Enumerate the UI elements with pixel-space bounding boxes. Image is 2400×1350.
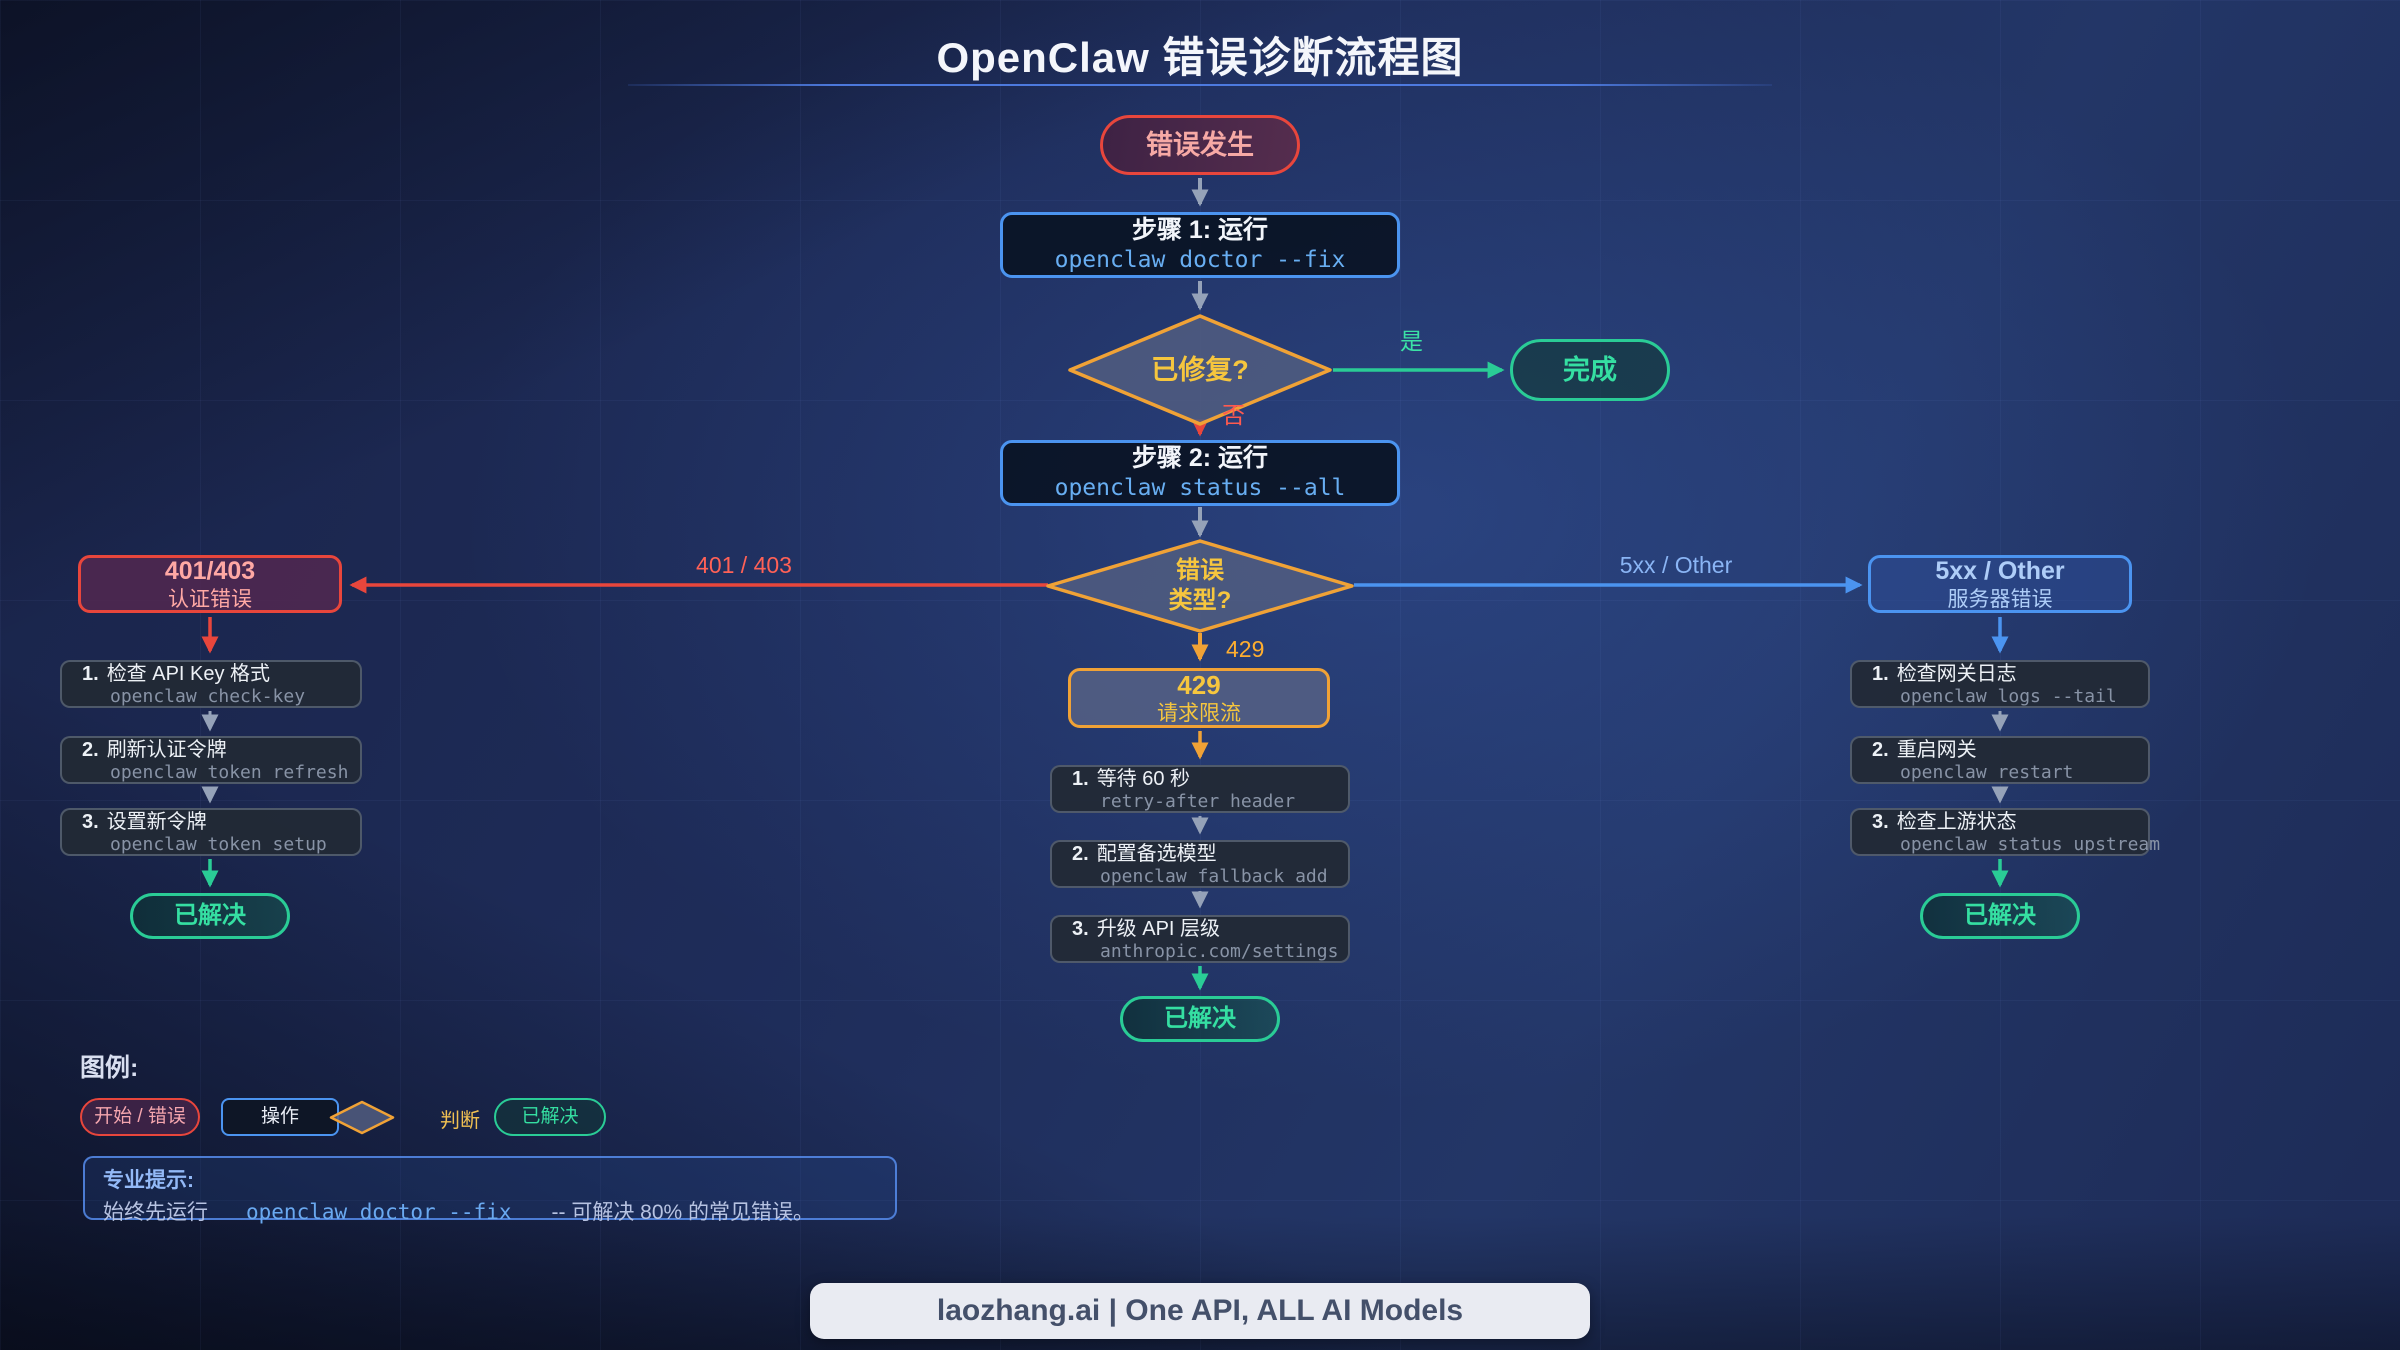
decision-fixed-label: 已修复? (1151, 354, 1249, 385)
step2-node: 步骤 2: 运行 openclaw status --all (1000, 440, 1400, 506)
branch-arrows (201, 617, 2009, 991)
decision-type-label: 错误 类型? (1168, 557, 1232, 614)
legend-start-pill: 开始 / 错误 (80, 1098, 200, 1136)
server-resolved-node: 已解决 (1920, 893, 2080, 939)
branch-server-node: 5xx / Other 服务器错误 (1868, 555, 2132, 613)
legend-heading: 图例: (80, 1054, 139, 1082)
decision-fixed-diamond (1068, 314, 1332, 426)
legend-decision-label: 判断 (440, 1110, 480, 1132)
step1-title: 步骤 1: 运行 (1131, 216, 1269, 245)
edge-label-rate: 429 (1226, 636, 1265, 662)
branch-auth-node: 401/403 认证错误 (78, 555, 342, 613)
legend-resolved-pill: 已解决 (494, 1098, 606, 1136)
auth-step-1: 1.检查 API Key 格式 openclaw check-key (60, 660, 362, 708)
rate-step-3: 3.升级 API 层级 anthropic.com/settings (1050, 915, 1350, 963)
legend-action-box: 操作 (221, 1098, 339, 1136)
branch-rate-node: 429 请求限流 (1068, 668, 1330, 728)
auth-step-2: 2.刷新认证令牌 openclaw token refresh (60, 736, 362, 784)
title-divider (628, 84, 1772, 86)
edge-label-yes: 是 (1400, 328, 1423, 354)
rate-step-2: 2.配置备选模型 openclaw fallback add (1050, 840, 1350, 888)
step2-title: 步骤 2: 运行 (1131, 444, 1269, 473)
auth-step-3: 3.设置新令牌 openclaw token setup (60, 808, 362, 856)
footer-banner: laozhang.ai | One API, ALL AI Models (810, 1283, 1590, 1339)
rate-resolved-node: 已解决 (1120, 996, 1280, 1042)
start-node: 错误发生 (1100, 115, 1300, 175)
main-column-arrows (349, 178, 1863, 662)
rate-step-1: 1.等待 60 秒 retry-after header (1050, 765, 1350, 813)
legend-decision-diamond (329, 1100, 395, 1135)
page-title: OpenClaw 错误诊断流程图 (936, 34, 1464, 81)
server-step-2: 2.重启网关 openclaw restart (1850, 736, 2150, 784)
step2-command: openclaw status --all (1054, 475, 1346, 502)
edge-label-server: 5xx / Other (1619, 552, 1733, 578)
protip-command: openclaw doctor --fix (246, 1200, 512, 1224)
decision-diamonds (1046, 314, 1354, 633)
edge-label-no: 否 (1222, 402, 1245, 428)
step1-command: openclaw doctor --fix (1054, 247, 1346, 274)
done-node: 完成 (1510, 339, 1670, 401)
edge-label-auth: 401 / 403 (696, 552, 792, 578)
step1-node: 步骤 1: 运行 openclaw doctor --fix (1000, 212, 1400, 278)
decision-type-diamond (1046, 539, 1354, 633)
protip-heading: 专业提示: (103, 1169, 194, 1192)
auth-resolved-node: 已解决 (130, 893, 290, 939)
server-step-1: 1.检查网关日志 openclaw logs --tail (1850, 660, 2150, 708)
server-step-3: 3.检查上游状态 openclaw status upstream (1850, 808, 2160, 856)
